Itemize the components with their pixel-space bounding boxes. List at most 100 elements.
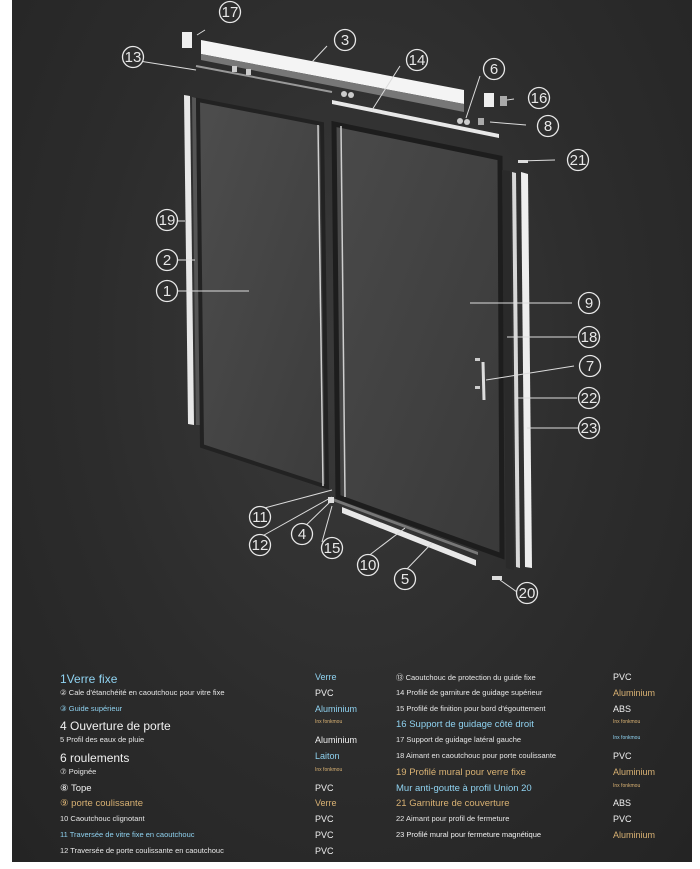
cover-trim bbox=[518, 160, 528, 163]
part-material: ABS bbox=[613, 703, 632, 714]
part-material: PVC bbox=[315, 814, 334, 825]
left-guide-support bbox=[182, 32, 192, 48]
part-material: Inx fonkmou bbox=[315, 766, 343, 773]
part-material: PVC bbox=[315, 829, 334, 840]
part-name: 1Verre fixe bbox=[60, 672, 118, 686]
callout-label-5: 5 bbox=[401, 571, 409, 588]
part-material: Aluminium bbox=[315, 703, 358, 714]
part-material: Verre bbox=[315, 672, 337, 682]
callout-circle-16 bbox=[527, 86, 551, 110]
sliding-door-edge bbox=[340, 125, 346, 498]
part-name: 18 Aimant en caoutchouc pour porte couli… bbox=[396, 750, 557, 760]
part-name: ② Cale d'étanchéité en caoutchouc pour v… bbox=[60, 687, 225, 697]
top-guide-rail-shadow bbox=[201, 54, 464, 112]
callout-circle-13 bbox=[121, 45, 145, 69]
part-name: ⑨ porte coulissante bbox=[60, 798, 143, 810]
callout-circle-20 bbox=[515, 581, 539, 605]
callout-label-9: 9 bbox=[585, 295, 593, 312]
part-name: 21 Garniture de couverture bbox=[396, 798, 510, 810]
part-name: 14 Profilé de garniture de guidage supér… bbox=[396, 687, 543, 697]
right-guide-support-part bbox=[500, 96, 507, 106]
callout-label-10: 10 bbox=[360, 557, 377, 574]
roller bbox=[348, 92, 354, 98]
part-name: 11 Traversée de vitre fixe en caoutchouc bbox=[60, 829, 195, 839]
handle bbox=[481, 361, 486, 401]
callout-circle-10 bbox=[356, 553, 380, 577]
callout-circle-18 bbox=[577, 325, 601, 349]
callout-label-3: 3 bbox=[341, 32, 349, 49]
part-material: Aluminium bbox=[613, 829, 656, 840]
sealing-wedge bbox=[192, 97, 200, 425]
part-name: 5 Profil des eaux de pluie bbox=[60, 735, 145, 745]
callout-label-18: 18 bbox=[581, 329, 598, 346]
handle-mount bbox=[475, 358, 480, 361]
part-material: PVC bbox=[613, 814, 632, 825]
part-name: 16 Support de guidage côté droit bbox=[396, 719, 534, 731]
callout-circle-14 bbox=[405, 48, 429, 72]
guide-protection-rubber bbox=[195, 65, 333, 93]
callout-label-13: 13 bbox=[125, 49, 142, 66]
part-material: Inx fonkmou bbox=[613, 782, 641, 789]
part-material: Laiton bbox=[315, 750, 340, 761]
part-name: ③ Guide supérieur bbox=[60, 703, 123, 713]
part-name: ⑬ Caoutchouc de protection du guide fixe bbox=[396, 673, 536, 682]
part-name: Mur anti-goutte à profil Union 20 bbox=[396, 782, 532, 794]
fixed-glass-panel bbox=[195, 97, 330, 490]
part-name: 12 Traversée de porte coulissante en cao… bbox=[60, 845, 224, 855]
callout-circle-11 bbox=[248, 505, 272, 529]
part-name: ⑦ Poignée bbox=[60, 766, 97, 776]
roller bbox=[457, 118, 463, 124]
callout-circle-2 bbox=[155, 248, 179, 272]
callout-label-2: 2 bbox=[163, 252, 171, 269]
roller bbox=[464, 119, 470, 125]
callout-circle-12 bbox=[248, 533, 272, 557]
part-material: PVC bbox=[315, 687, 334, 698]
part-material: Aluminium bbox=[613, 766, 656, 777]
callout-label-17: 17 bbox=[222, 4, 239, 21]
part-material: Inx fonkmou bbox=[613, 719, 641, 726]
callout-label-22: 22 bbox=[581, 390, 598, 407]
part-material: PVC bbox=[315, 845, 334, 856]
callout-label-20: 20 bbox=[519, 585, 536, 602]
small-clip bbox=[246, 69, 251, 75]
part-name: 17 Support de guidage latéral gauche bbox=[396, 735, 522, 745]
callout-label-6: 6 bbox=[490, 61, 498, 78]
callout-label-4: 4 bbox=[298, 526, 306, 543]
callout-label-8: 8 bbox=[544, 118, 552, 135]
drip-seal-rubber bbox=[342, 507, 476, 566]
part-material: ABS bbox=[613, 798, 632, 809]
stopper-block bbox=[478, 118, 484, 125]
callout-circle-15 bbox=[320, 536, 344, 560]
part-name: 10 Caoutchouc clignotant bbox=[60, 814, 145, 824]
callout-label-12: 12 bbox=[252, 537, 269, 554]
callout-label-11: 11 bbox=[252, 509, 268, 526]
callout-circle-1 bbox=[155, 279, 179, 303]
right-guide-support bbox=[484, 93, 494, 107]
roller bbox=[341, 91, 347, 97]
top-trim-profile bbox=[332, 100, 499, 138]
callout-circle-22 bbox=[577, 386, 601, 410]
part-material: Inx fonkmou bbox=[315, 719, 343, 726]
part-name: 6 roulements bbox=[60, 750, 130, 765]
callout-label-16: 16 bbox=[531, 90, 548, 107]
part-material: Aluminium bbox=[315, 735, 358, 746]
fixed-glass-edge bbox=[317, 124, 324, 487]
part-material: PVC bbox=[315, 782, 334, 793]
callout-label-19: 19 bbox=[159, 212, 176, 229]
callout-label-14: 14 bbox=[409, 52, 426, 69]
callout-circle-23 bbox=[577, 416, 601, 440]
part-name: 15 Profilé de finition pour bord d'égout… bbox=[396, 703, 546, 713]
top-guide-rail bbox=[201, 40, 464, 104]
callout-label-1: 1 bbox=[163, 283, 171, 300]
callout-circle-21 bbox=[566, 148, 590, 172]
drip-finish bbox=[328, 497, 334, 503]
callout-circle-6 bbox=[482, 57, 506, 81]
sliding-door-panel bbox=[331, 120, 505, 560]
anti-drip-wall bbox=[492, 576, 502, 580]
callout-circle-17 bbox=[218, 0, 242, 24]
part-name: 19 Profilé mural pour verre fixe bbox=[396, 766, 526, 778]
callout-circle-3 bbox=[333, 28, 357, 52]
callout-label-15: 15 bbox=[324, 540, 341, 557]
callout-circle-5 bbox=[393, 567, 417, 591]
